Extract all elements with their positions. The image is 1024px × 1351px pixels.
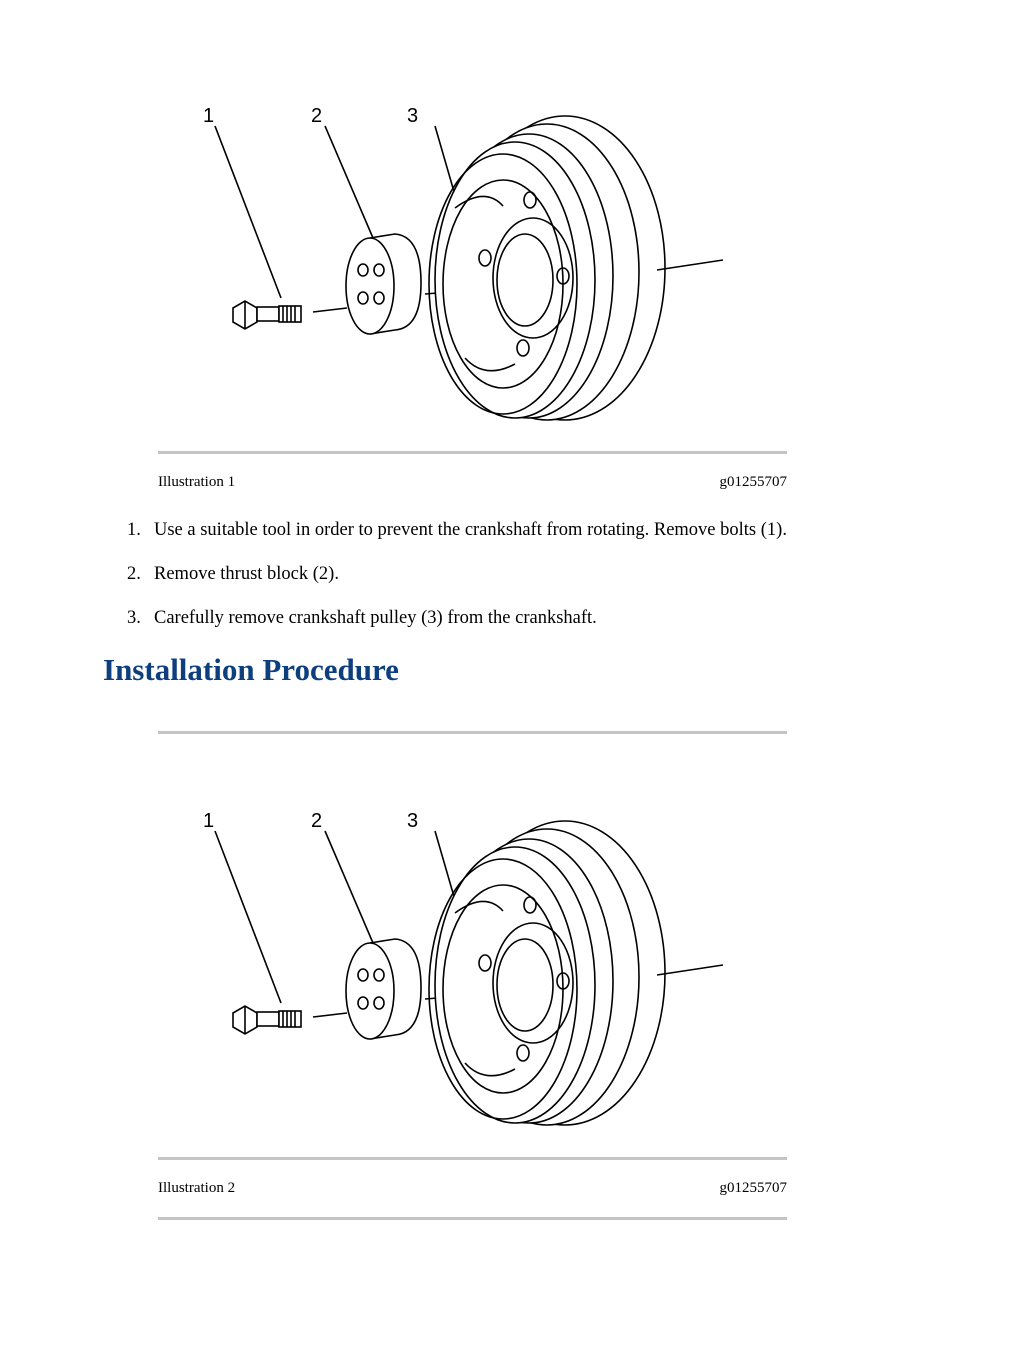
illustration-2-figure: 1 2 3 — [185, 803, 735, 1158]
thrust-block-drawing — [345, 938, 551, 1040]
callout-leader-1 — [214, 830, 282, 1004]
caption-graphic-id: g01255707 — [719, 474, 788, 490]
bolt-drawing — [232, 1005, 348, 1035]
section-heading: Installation Procedure — [103, 652, 399, 687]
callout-leader-3 — [434, 125, 458, 203]
callout-label-2: 2 — [311, 105, 322, 127]
callout-leader-1 — [214, 125, 282, 299]
callout-label-3: 3 — [407, 810, 418, 832]
callout-leader-2 — [324, 830, 374, 944]
illustration-2-caption: Illustration 2 g01255707 — [158, 1180, 787, 1197]
step-text: Remove thrust block (2). — [154, 564, 339, 584]
divider-rule — [158, 731, 787, 734]
illustration-1-caption: Illustration 1 g01255707 — [158, 474, 787, 491]
step-number: 2. — [127, 564, 141, 584]
caption-label: Illustration 2 — [158, 1180, 236, 1196]
callout-label-1: 1 — [203, 105, 214, 127]
illustration-1-figure: 1 2 3 — [185, 98, 735, 453]
divider-rule — [158, 1217, 787, 1220]
pulley-drawing — [428, 115, 724, 421]
crankshaft-pulley-diagram: 1 2 3 — [203, 105, 724, 421]
divider-rule — [158, 1157, 787, 1160]
step-number: 3. — [127, 608, 141, 628]
step-text: Carefully remove crankshaft pulley (3) f… — [154, 608, 597, 628]
crankshaft-pulley-diagram: 1 2 3 — [203, 810, 724, 1126]
caption-graphic-id: g01255707 — [719, 1180, 788, 1196]
step-text: Use a suitable tool in order to prevent … — [154, 520, 787, 540]
divider-rule — [158, 451, 787, 454]
pulley-drawing — [428, 820, 724, 1126]
callout-label-3: 3 — [407, 105, 418, 127]
callout-label-2: 2 — [311, 810, 322, 832]
callout-leader-3 — [434, 830, 458, 908]
caption-label: Illustration 1 — [158, 474, 236, 490]
callout-label-1: 1 — [203, 810, 214, 832]
bolt-drawing — [232, 300, 348, 330]
step-number: 1. — [127, 520, 141, 540]
callout-leader-2 — [324, 125, 374, 239]
